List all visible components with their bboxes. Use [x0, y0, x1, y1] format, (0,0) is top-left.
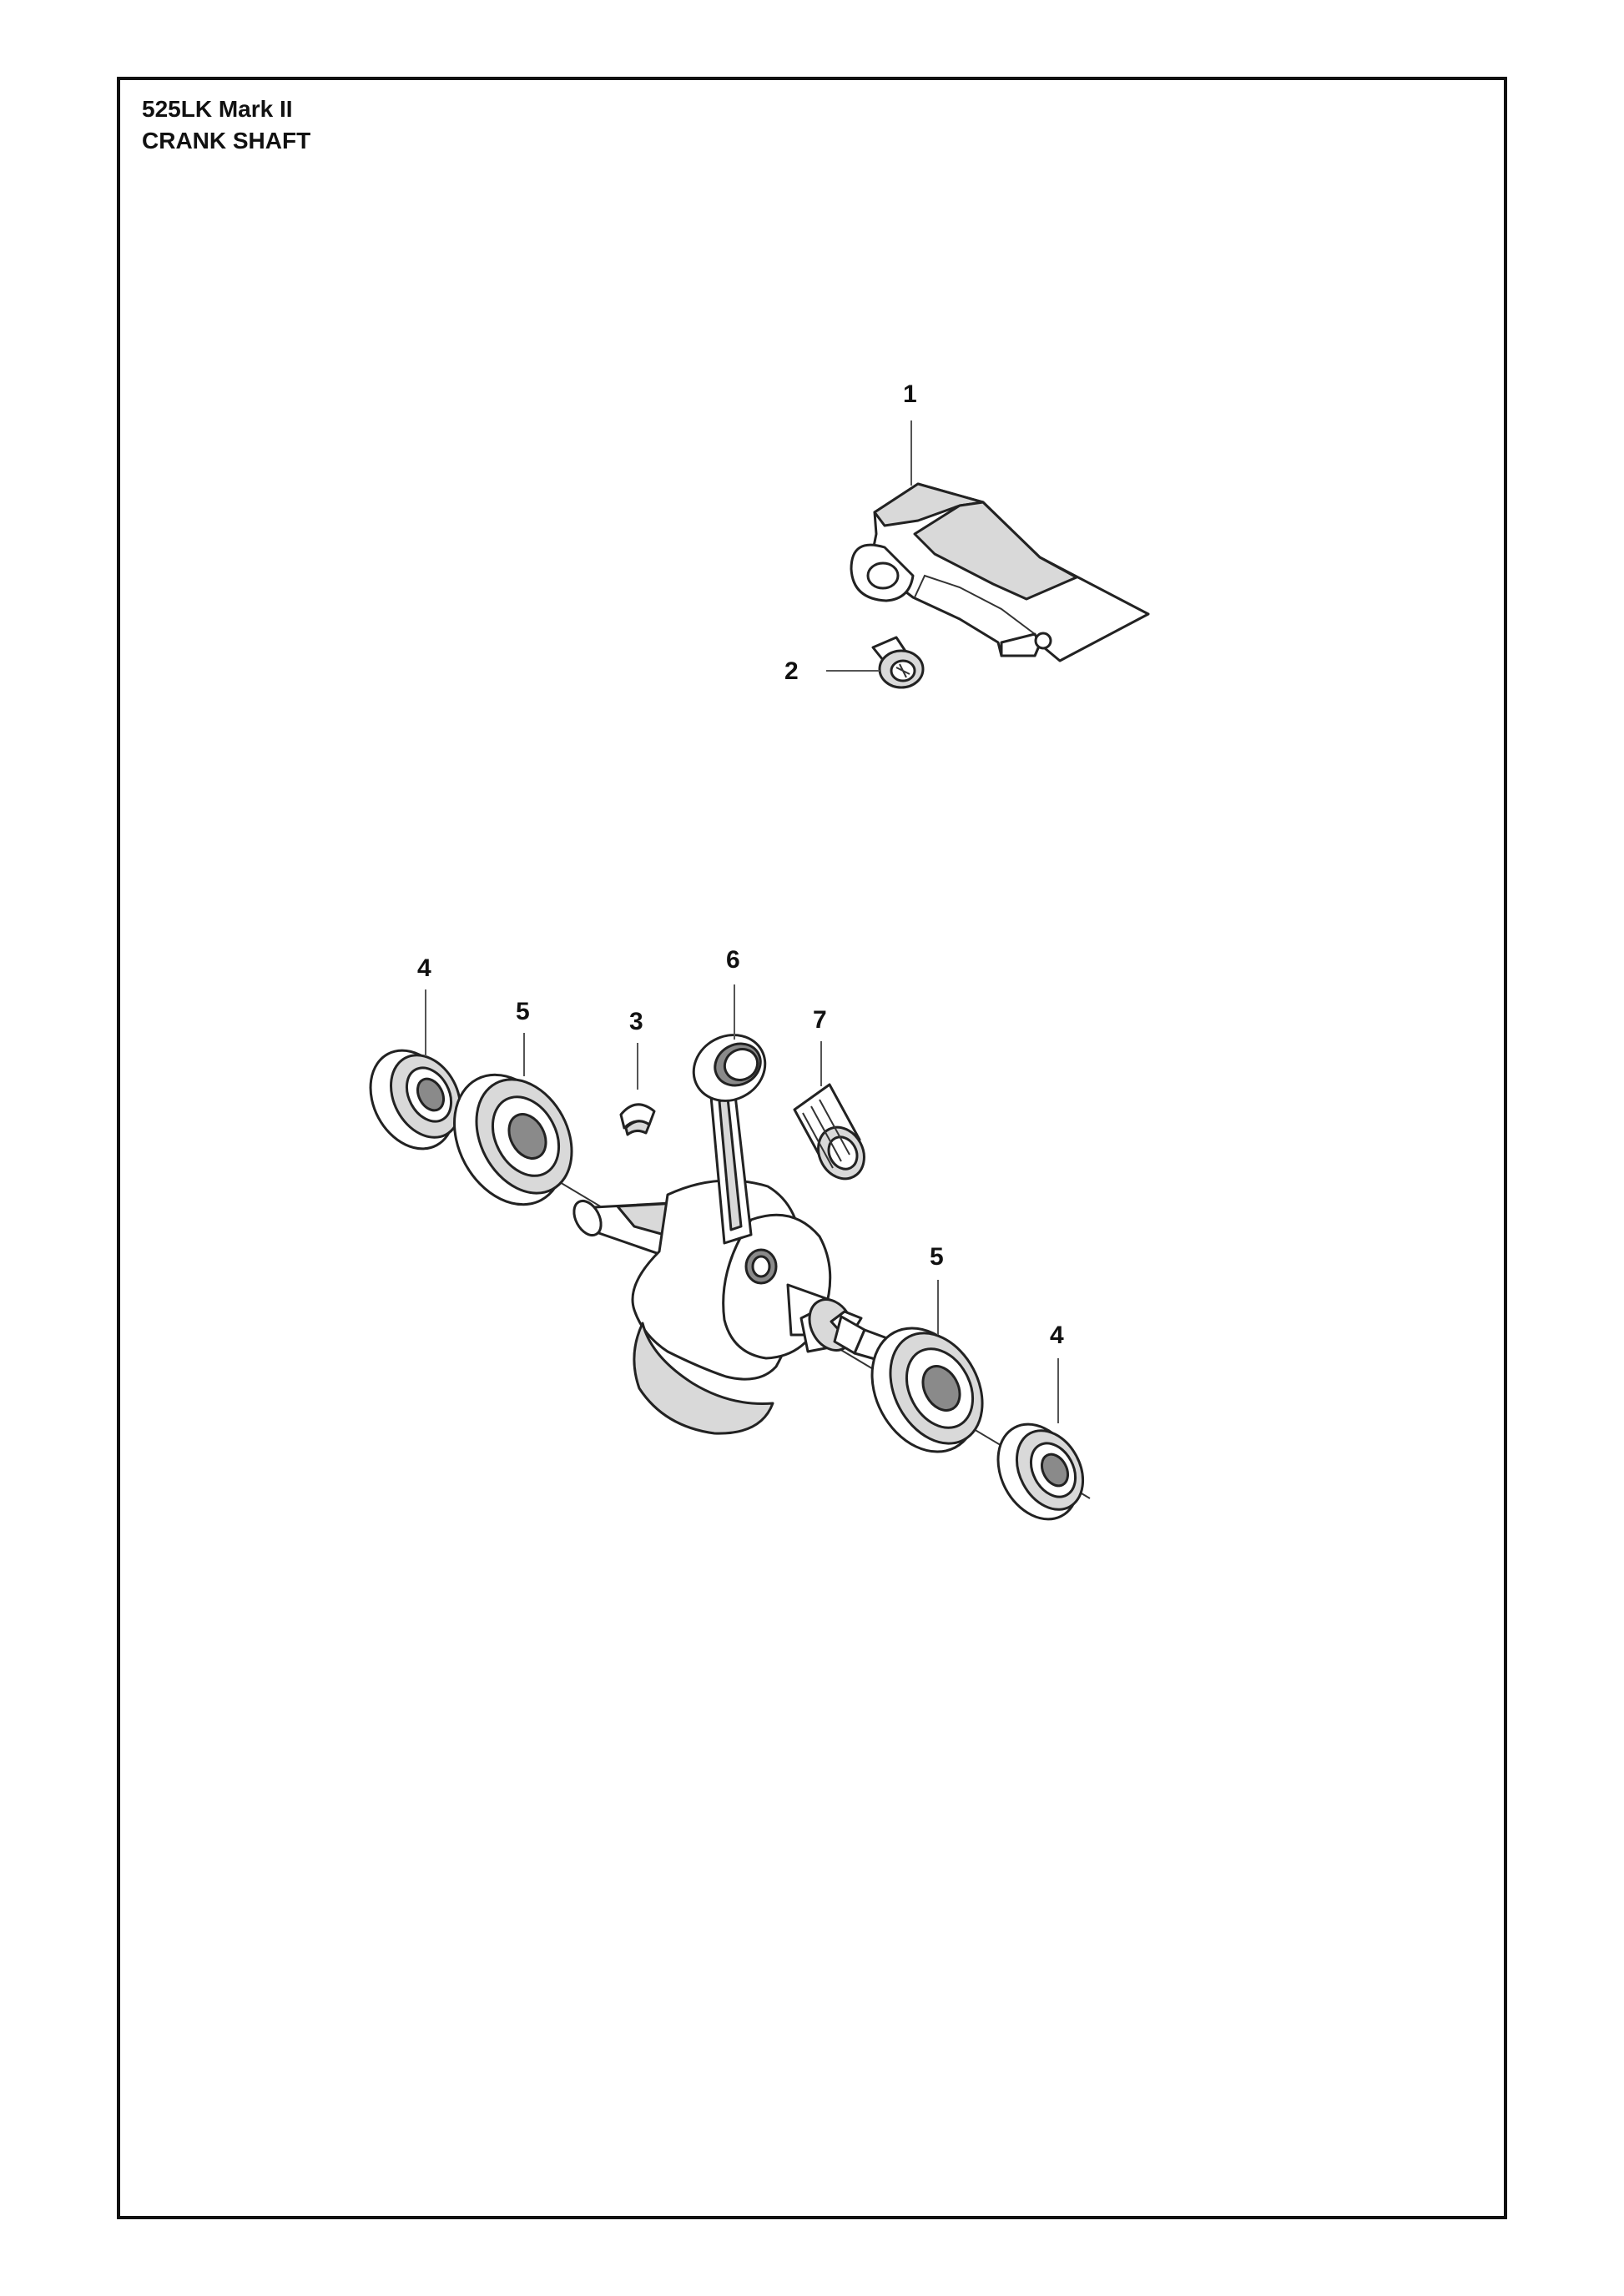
part-4-seal-ring-right	[996, 1422, 1085, 1521]
callout-4-left-label: 4	[417, 954, 431, 982]
callout-4-right-label: 4	[1050, 1322, 1064, 1349]
callout-2: 2	[784, 657, 880, 685]
part-2-screw	[871, 636, 925, 689]
part-3-woodruff-key	[619, 1103, 656, 1136]
callout-1-label: 1	[903, 380, 917, 408]
callout-4-right: 4	[1050, 1322, 1064, 1423]
part-1-cover-plate	[850, 482, 1150, 662]
part-5-ball-bearing-left	[453, 1073, 573, 1206]
callout-1: 1	[903, 380, 917, 486]
callout-5-right-label: 5	[930, 1243, 944, 1271]
callout-3: 3	[629, 1008, 643, 1090]
callout-3-label: 3	[629, 1008, 643, 1035]
callout-5-left: 5	[516, 998, 530, 1076]
callout-6: 6	[726, 946, 740, 1040]
part-6-crankshaft	[572, 1034, 920, 1435]
section-title: CRANK SHAFT	[142, 128, 311, 154]
callout-5-right: 5	[930, 1243, 944, 1335]
callout-6-label: 6	[726, 946, 740, 974]
model-title: 525LK Mark II	[142, 96, 293, 122]
page-frame	[117, 77, 1507, 2219]
part-4-seal-ring-left	[369, 1049, 461, 1151]
part-5-ball-bearing-right	[870, 1327, 984, 1453]
part-7-needle-bearing	[793, 1083, 865, 1181]
callout-2-label: 2	[784, 657, 799, 685]
callout-7-label: 7	[813, 1006, 827, 1034]
callout-7: 7	[813, 1006, 827, 1086]
callout-5-left-label: 5	[516, 998, 530, 1025]
callout-4-left: 4	[417, 954, 431, 1056]
